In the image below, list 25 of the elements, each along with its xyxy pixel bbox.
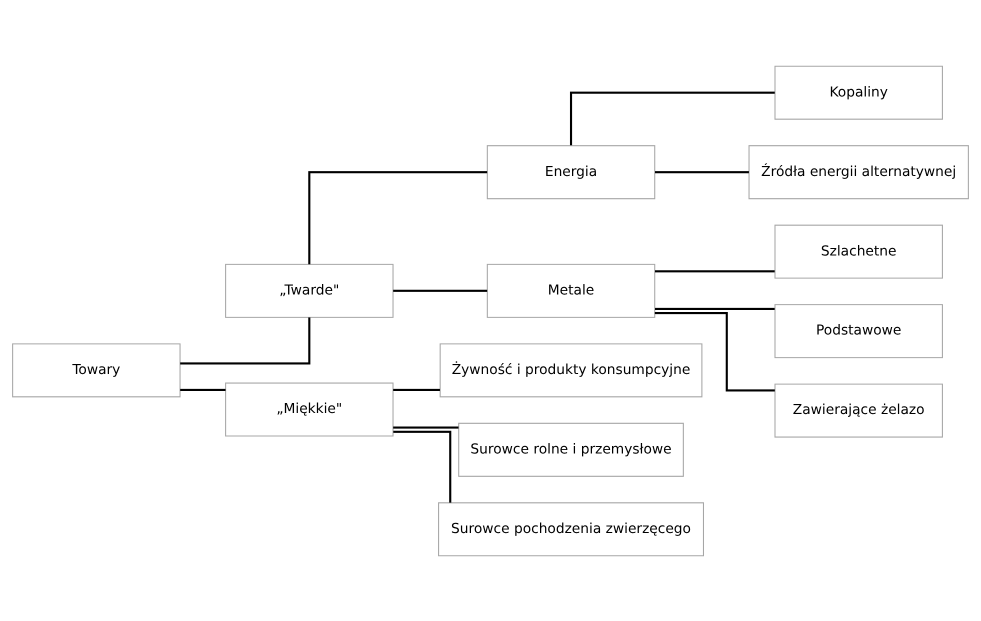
node-box: Zawierające żelazo bbox=[774, 383, 943, 438]
node-box: Kopaliny bbox=[774, 65, 943, 120]
connector bbox=[393, 388, 440, 390]
connector bbox=[570, 91, 775, 145]
node-box: Źródła energii alternatywnej bbox=[748, 144, 969, 199]
connector bbox=[655, 270, 775, 272]
connector bbox=[180, 388, 226, 390]
node-box: Surowce rolne i przemysłowe bbox=[458, 422, 684, 476]
connector bbox=[393, 289, 488, 292]
connector bbox=[393, 430, 452, 502]
node-box: Metale bbox=[486, 263, 656, 318]
connector bbox=[655, 307, 775, 310]
connector bbox=[308, 170, 488, 264]
connector bbox=[180, 316, 310, 364]
node-box: Towary bbox=[12, 342, 181, 397]
node-box: „Miękkie" bbox=[225, 382, 394, 436]
node-box: „Twarde" bbox=[225, 263, 394, 318]
node-box: Szlachetne bbox=[774, 224, 943, 278]
node-box: Żywność i produkty konsumpcyjne bbox=[440, 342, 702, 397]
connector bbox=[654, 312, 775, 392]
connector bbox=[393, 426, 458, 428]
node-box: Podstawowe bbox=[774, 304, 943, 358]
node-box: Energia bbox=[486, 144, 656, 199]
connector bbox=[655, 170, 749, 173]
node-box: Surowce pochodzenia zwierzęcego bbox=[438, 502, 704, 556]
